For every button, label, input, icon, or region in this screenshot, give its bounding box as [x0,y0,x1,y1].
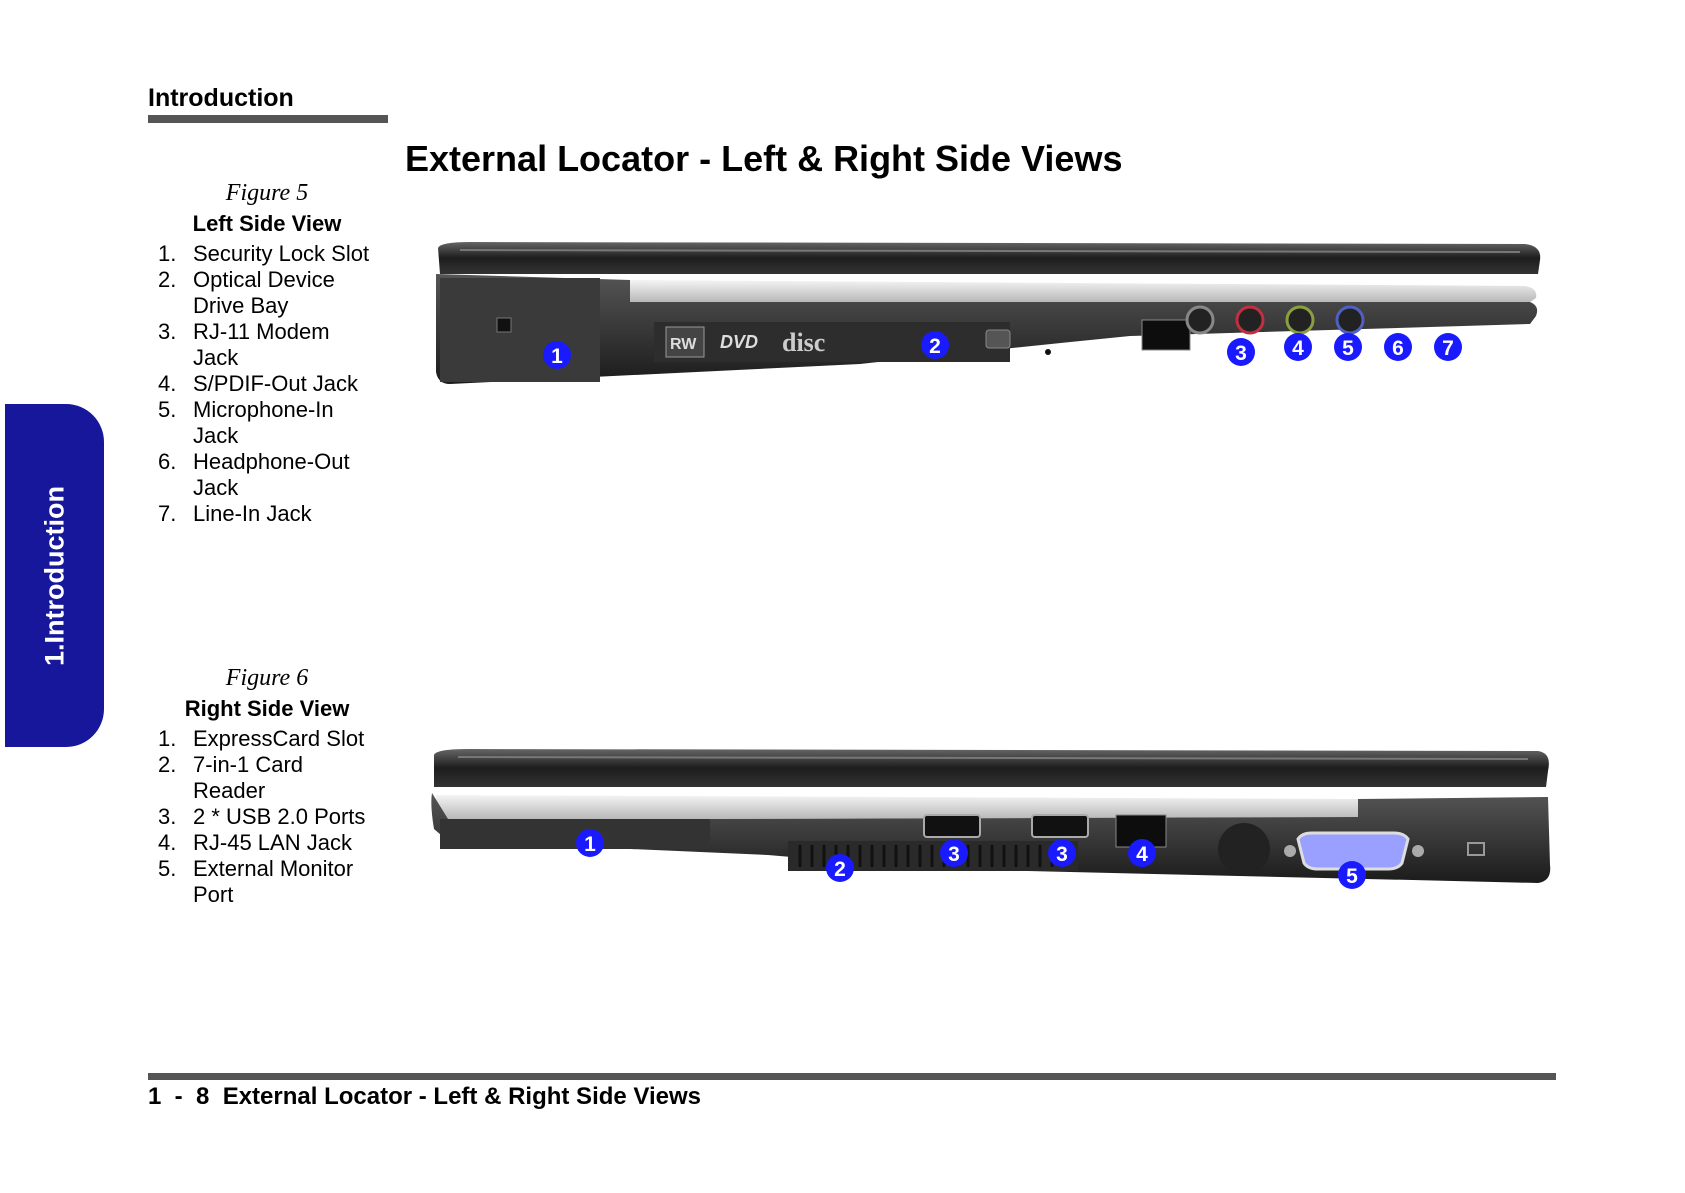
list-item: 7.Line-In Jack [158,501,312,526]
callout-badge: 3 [1048,839,1076,867]
list-item: 2.7-in-1 Card Reader [158,752,304,803]
mic-jack-shape [1235,305,1265,335]
figure6-title: Right Side View [184,696,350,721]
callout-badge: 4 [1128,839,1156,867]
svg-text:5: 5 [1342,337,1354,360]
usb-port-shape [923,814,981,838]
svg-text:1: 1 [584,833,596,856]
svg-text:3: 3 [948,843,960,866]
svg-text:3: 3 [1235,342,1247,365]
svg-text:4: 4 [1292,337,1304,360]
page-title: External Locator - Left & Right Side Vie… [405,138,1123,179]
callout-badge: 2 [826,854,854,882]
figure5-number: Figure 5 [225,180,309,206]
svg-text:6: 6 [1392,337,1404,360]
callout-badge: 3 [940,839,968,867]
callout-badge: 2 [921,331,949,359]
callout-badge: 1 [576,829,604,857]
section-heading: Introduction [148,84,294,112]
footer-title: External Locator - Left & Right Side Vie… [222,1083,702,1110]
figure5-caption: Figure 5 Left Side View [147,180,387,237]
figure5-list: 1.Security Lock Slot 2.Optical Device Dr… [158,241,398,527]
callout-badges-right: 1 2 3 3 4 5 [576,829,1366,889]
figure6-number: Figure 6 [225,665,309,691]
disc-logo: disc [782,328,825,357]
section-rule [148,115,388,123]
list-item: 2.Optical Device Drive Bay [158,267,335,318]
rw-logo: RW [670,336,697,353]
callout-badge: 3 [1227,338,1255,366]
page-footer: 1 - 8 External Locator - Left & Right Si… [148,1083,701,1111]
lid-shape [438,242,1541,274]
figure6-list: 1.ExpressCard Slot 2.7-in-1 Card Reader … [158,726,398,908]
callout-badge: 1 [543,341,571,369]
list-item: 1.ExpressCard Slot [158,726,365,751]
list-item: 3.2 * USB 2.0 Ports [158,804,366,829]
callout-badge: 5 [1338,861,1366,889]
spdif-jack-shape [1185,305,1215,335]
svg-text:1: 1 [551,345,563,368]
callout-badges-left: 1 2 3 4 5 6 7 [543,331,1462,369]
silver-strip [436,795,1358,819]
eject-button-shape [985,329,1011,349]
figure6-caption: Figure 6 Right Side View [147,665,387,722]
list-item: 5.External Monitor Port [158,856,354,907]
usb-port-shape [1031,814,1089,838]
list-item: 4.RJ-45 LAN Jack [158,830,352,855]
svg-text:4: 4 [1136,843,1148,866]
list-item: 3.RJ-11 Modem Jack [158,319,330,370]
svg-text:3: 3 [1056,843,1068,866]
monitor-icon [1467,842,1485,856]
line-in-jack-shape [1335,305,1365,335]
list-item: 1.Security Lock Slot [158,241,370,266]
right-side-view-image: 1 2 3 3 4 5 [431,749,1551,889]
list-item: 5.Microphone-In Jack [158,397,334,448]
lock-slot-shape [496,317,512,333]
page-number: 1 - 8 [148,1083,210,1110]
dvd-logo: DVD [720,332,758,352]
callout-badge: 7 [1434,333,1462,361]
callout-badge: 4 [1284,333,1312,361]
vga-port-shape [1296,831,1410,871]
callout-badge: 5 [1334,333,1362,361]
figure5-title: Left Side View [192,211,342,236]
list-item: 6.Headphone-Out Jack [158,449,350,500]
base-shape [431,793,1551,883]
chapter-tab: 1.Introduction [5,404,104,747]
modem-jack-shape [1141,319,1191,351]
left-side-view-image: RW DVD disc 1 2 3 4 5 6 7 [436,242,1541,384]
svg-text:5: 5 [1346,865,1358,888]
list-item: 4.S/PDIF-Out Jack [158,371,359,396]
callout-badge: 6 [1384,333,1412,361]
silver-strip [630,280,1537,302]
footer-rule [148,1073,1556,1080]
lid-shape [434,749,1549,787]
headphone-jack-shape [1285,305,1315,335]
svg-text:2: 2 [929,335,941,358]
chapter-tab-label: 1.Introduction [39,485,69,666]
svg-text:2: 2 [834,858,846,881]
svg-text:7: 7 [1442,337,1454,360]
